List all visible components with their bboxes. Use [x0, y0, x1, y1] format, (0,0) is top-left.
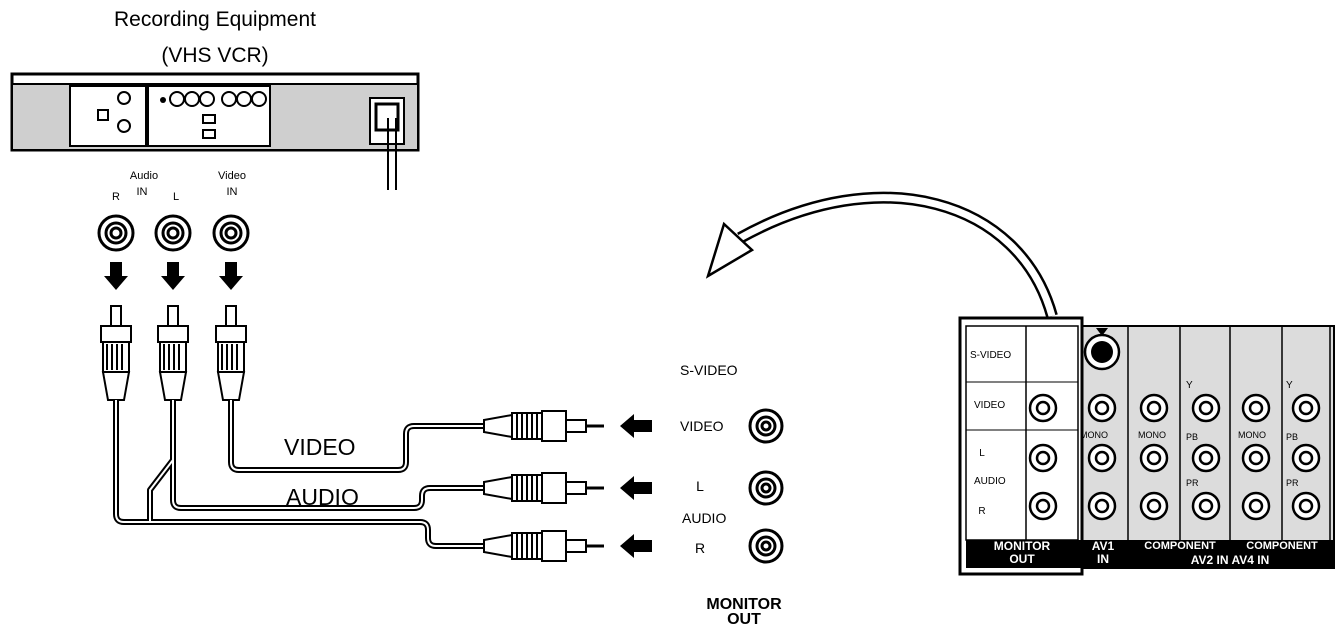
- monitor-out-jacks: [748, 408, 784, 564]
- vcr-video-label: Video: [218, 170, 246, 182]
- panel-pr-label-1: PR: [1186, 478, 1199, 488]
- monitor-audio-label: AUDIO: [682, 510, 727, 526]
- panel-y-label-1: Y: [1186, 380, 1193, 391]
- tv-rca-plugs: [483, 410, 604, 562]
- down-arrows: [104, 262, 243, 290]
- panel-component-label-1: COMPONENT: [1144, 540, 1216, 552]
- panel-svideo-label: S-VIDEO: [970, 350, 1012, 361]
- panel-audio-label: AUDIO: [974, 476, 1006, 487]
- panel-pb-label-2: PB: [1286, 432, 1299, 442]
- monitor-video-label: VIDEO: [680, 418, 724, 434]
- panel-av1-line1: AV1: [1091, 539, 1115, 553]
- monitor-out-title-line2: OUT: [727, 612, 761, 628]
- video-cable-label: VIDEO: [284, 434, 356, 460]
- panel-monitor-out-line1: MONITOR: [993, 539, 1051, 553]
- monitor-out-title-line1: MONITOR: [706, 596, 782, 613]
- vcr-rca-plugs: [100, 305, 247, 401]
- vcr-title-line2: (VHS VCR): [161, 44, 269, 67]
- vcr-title-line1: Recording Equipment: [114, 8, 316, 31]
- tv-back-panel: [958, 316, 1335, 576]
- monitor-svideo-label: S-VIDEO: [680, 362, 738, 378]
- panel-component-label-2: COMPONENT: [1246, 540, 1318, 552]
- vcr-input-jacks: [97, 214, 250, 252]
- vcr-audio-in-label: IN: [136, 186, 148, 198]
- cables: [113, 400, 484, 549]
- audio-cable-label: AUDIO: [286, 484, 359, 510]
- zoom-arrow: [705, 191, 1058, 318]
- panel-monitor-out-line2: OUT: [1009, 552, 1035, 566]
- vcr-video-in-label: IN: [226, 186, 238, 198]
- monitor-audio-r-label: R: [694, 540, 706, 556]
- panel-av-bottom-label: AV2 IN AV4 IN: [1190, 553, 1270, 567]
- panel-av1-line2: IN: [1097, 552, 1109, 566]
- left-arrows: [620, 414, 652, 558]
- panel-mono-label-2: MONO: [1138, 430, 1166, 440]
- vcr-l-label: L: [172, 191, 180, 203]
- panel-y-label-2: Y: [1286, 380, 1293, 391]
- panel-pr-label-2: PR: [1286, 478, 1299, 488]
- panel-r-label: R: [978, 506, 986, 517]
- vcr-device: [10, 72, 420, 190]
- panel-mono-label-3: MONO: [1238, 430, 1266, 440]
- monitor-audio-l-label: L: [696, 478, 704, 494]
- vcr-r-label: R: [112, 191, 120, 203]
- panel-pb-label-1: PB: [1186, 432, 1199, 442]
- panel-l-label: L: [979, 448, 985, 459]
- vcr-audio-label: Audio: [129, 170, 159, 182]
- panel-video-label: VIDEO: [974, 400, 1006, 411]
- panel-mono-label-1: MONO: [1080, 430, 1108, 440]
